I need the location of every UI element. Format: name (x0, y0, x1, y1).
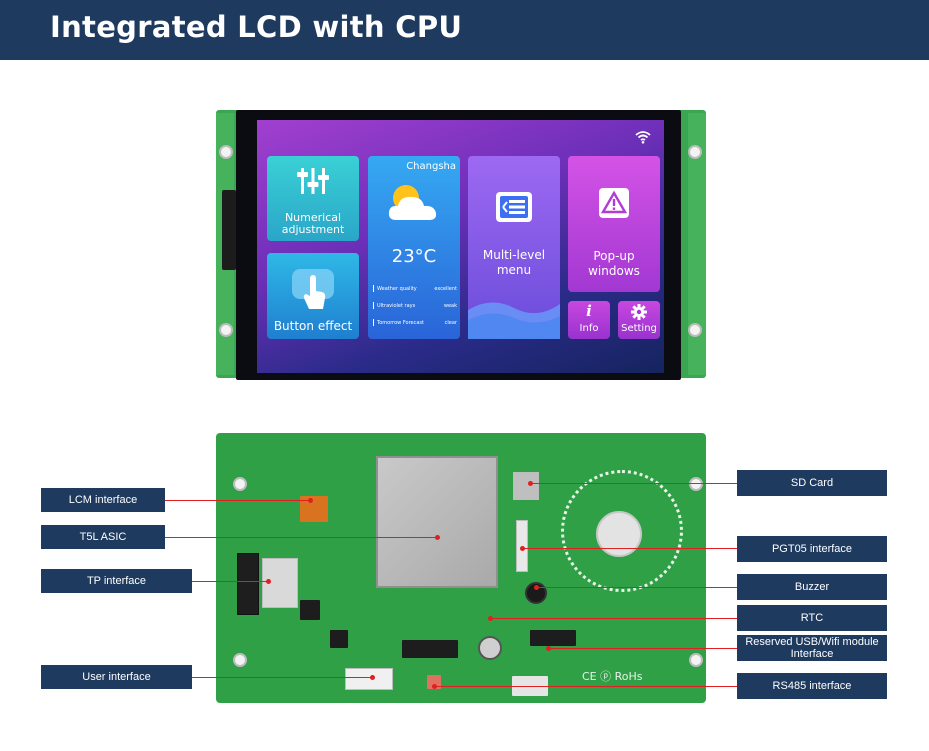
menu-list-icon (496, 192, 532, 222)
weather-row: Weather quality excellent (373, 285, 457, 295)
leader-dot (546, 646, 551, 651)
ce-rohs-mark: CE ⓟ RoHs (582, 670, 643, 683)
leader-line (165, 500, 310, 501)
tile-numerical-adjustment[interactable]: Numerical adjustment (267, 156, 359, 241)
wifi-icon (635, 131, 651, 144)
callout-rtc: RTC (737, 605, 887, 631)
mount-hole-icon (219, 145, 233, 159)
leader-line (536, 587, 737, 588)
title-banner: Integrated LCD with CPU (0, 0, 929, 60)
weather-row: Tomorrow Forecast clear (373, 319, 457, 329)
leader-line (530, 483, 737, 484)
leader-line (522, 548, 737, 549)
tile-label: Info (579, 323, 599, 334)
rs485-component (427, 675, 441, 689)
page-title: Integrated LCD with CPU (50, 10, 463, 44)
mount-hole-icon (689, 477, 703, 491)
leader-dot (534, 585, 539, 590)
leader-dot (308, 498, 313, 503)
leader-dot (432, 684, 437, 689)
weather-row-value: excellent (434, 286, 457, 292)
weather-row: Ultraviolet rays weak (373, 302, 457, 312)
tile-multi-level-menu[interactable]: Multi-level menu (468, 156, 560, 339)
tile-setting[interactable]: Setting (618, 301, 660, 339)
usb-wifi-pads (530, 630, 576, 646)
mount-hole-icon (688, 323, 702, 337)
mount-hole-icon (233, 477, 247, 491)
touch-hand-icon (292, 269, 334, 309)
tile-label: Pop-up windows (588, 249, 640, 278)
leader-dot (435, 535, 440, 540)
tile-weather[interactable]: Changsha 23°C Weather quality excellent … (368, 156, 460, 339)
leader-dot (266, 579, 271, 584)
mount-hole-icon (689, 653, 703, 667)
tile-info[interactable]: i Info (568, 301, 610, 339)
callout-sd-card: SD Card (737, 470, 887, 496)
user-interface-connector (345, 668, 393, 690)
wave-decoration (468, 302, 560, 339)
callout-pgt05-interface: PGT05 interface (737, 536, 887, 562)
callout-t5l-asic: T5L ASIC (41, 525, 165, 549)
gear-icon (631, 304, 647, 320)
tile-label: Multi-level menu (482, 248, 546, 277)
temperature-readout: 23°C (391, 246, 437, 267)
tile-label: Setting (621, 323, 657, 334)
side-connector (222, 190, 236, 270)
ic-chip (330, 630, 348, 648)
weather-row-value: weak (443, 303, 457, 309)
mount-hole-icon (219, 323, 233, 337)
callout-tp-interface: TP interface (41, 569, 192, 593)
ic-chip (300, 600, 320, 620)
weather-city: Changsha (406, 161, 456, 172)
callout-rs485-interface: RS485 interface (737, 673, 887, 699)
speaker-ring (561, 470, 683, 592)
info-icon: i (586, 302, 592, 320)
resistor-array (402, 640, 458, 658)
leader-dot (370, 675, 375, 680)
leader-line (490, 618, 737, 619)
leader-dot (520, 546, 525, 551)
leader-line (192, 581, 268, 582)
tile-button-effect[interactable]: Button effect (267, 253, 359, 339)
leader-line (548, 648, 737, 649)
weather-row-label: Tomorrow Forecast (377, 320, 425, 326)
leader-line (165, 537, 437, 538)
mount-hole-icon (233, 653, 247, 667)
sun-cloud-icon (388, 185, 437, 220)
tile-popup-windows[interactable]: Pop-up windows (568, 156, 660, 292)
leader-line (434, 686, 737, 687)
pcb-edge-right (688, 113, 706, 375)
callout-lcm-interface: LCM interface (41, 488, 165, 512)
leader-dot (528, 481, 533, 486)
sd-card-slot (513, 472, 539, 500)
t5l-asic-shield (376, 456, 498, 588)
weather-row-label: Weather quality (377, 286, 417, 292)
weather-row-label: Ultraviolet rays (377, 303, 416, 309)
rtc-battery (478, 636, 502, 660)
callout-buzzer: Buzzer (737, 574, 887, 600)
callout-user-interface: User interface (41, 665, 192, 689)
tp-connector (237, 553, 259, 615)
sliders-icon (297, 168, 329, 194)
speaker-center (596, 511, 642, 557)
tile-label: Numerical adjustment (281, 211, 345, 236)
tile-label: Button effect (273, 319, 353, 333)
callout-reserved-usb-wifi: Reserved USB/Wifi module Interface (737, 635, 887, 661)
mount-hole-icon (688, 145, 702, 159)
weather-row-value: clear (444, 320, 457, 326)
lcd-screen: Numerical adjustment Button effect Chang… (257, 120, 664, 373)
warning-window-icon (599, 188, 629, 218)
leader-line (192, 677, 372, 678)
leader-dot (488, 616, 493, 621)
